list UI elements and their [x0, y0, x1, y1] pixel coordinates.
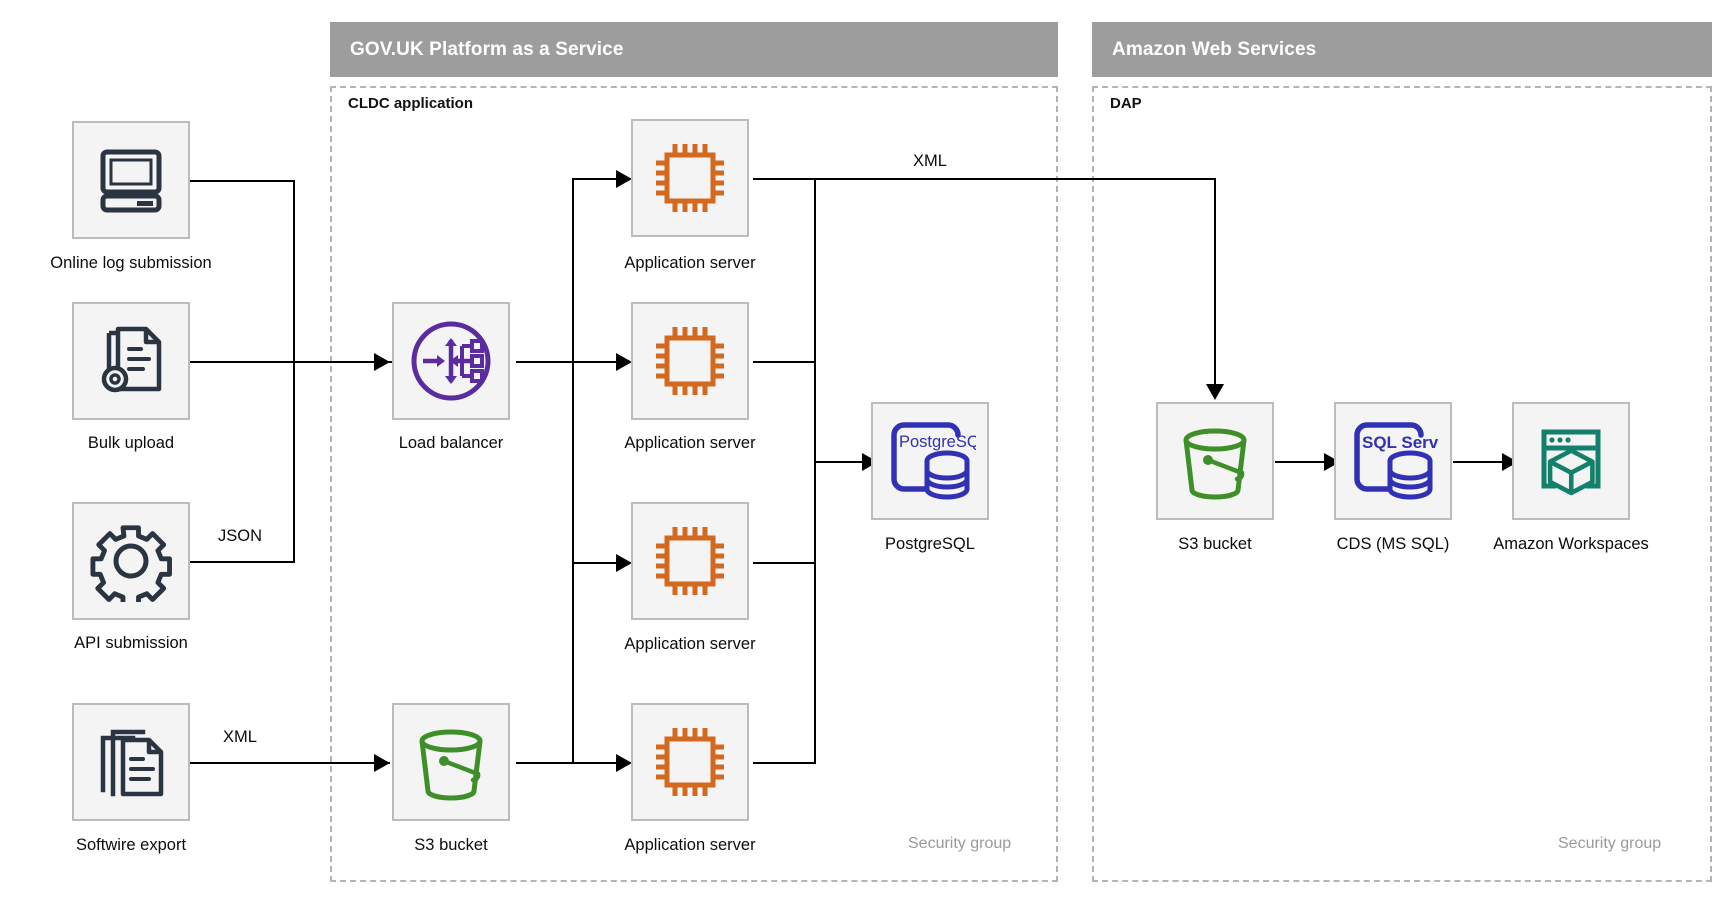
sql-server-database-icon: SQL Server — [1347, 417, 1439, 505]
node-application-server-1[interactable] — [631, 119, 749, 237]
edge-online-log — [190, 180, 295, 182]
s3-bucket-icon — [408, 719, 494, 805]
node-label-application-server-4: Application server — [624, 836, 756, 854]
node-label-application-server-3: Application server — [624, 635, 756, 653]
edge-bus-app4 — [572, 762, 630, 764]
arrowhead-app3 — [616, 554, 632, 572]
node-label-cds-ms-sql: CDS (MS SQL) — [1336, 535, 1450, 553]
node-api-submission[interactable] — [72, 502, 190, 620]
node-label-api-submission: API submission — [74, 634, 188, 652]
edge-bus-app2 — [572, 361, 630, 363]
node-label-bulk-upload: Bulk upload — [87, 434, 175, 452]
node-bulk-upload[interactable] — [72, 302, 190, 420]
group-header-aws-title: Amazon Web Services — [1112, 38, 1317, 60]
cpu-chip-icon — [648, 136, 732, 220]
node-label-load-balancer: Load balancer — [398, 434, 504, 452]
subgroup-label-cldc: CLDC application — [348, 95, 474, 112]
node-online-log-submission[interactable] — [72, 121, 190, 239]
cpu-chip-icon — [648, 720, 732, 804]
security-group-label-aws: Security group — [1558, 835, 1662, 852]
edge-label-json: JSON — [213, 527, 267, 546]
postgresql-database-icon: PostgreSQL — [884, 417, 976, 505]
node-application-server-4[interactable] — [631, 703, 749, 821]
node-label-s3-bucket-aws: S3 bucket — [1178, 535, 1252, 553]
edge-bus-app1 — [572, 178, 630, 180]
node-s3-bucket-paas[interactable] — [392, 703, 510, 821]
edge-s3-to-cds — [1275, 461, 1341, 463]
edge-xml-to-aws — [814, 178, 1216, 180]
node-label-postgresql: PostgreSQL — [885, 535, 975, 553]
load-balancer-icon — [408, 318, 494, 404]
edge-lb-bus — [572, 178, 574, 763]
subgroup-label-dap: DAP — [1110, 95, 1142, 112]
edge-app2-out — [753, 361, 816, 363]
cpu-chip-icon — [648, 519, 732, 603]
node-label-amazon-workspaces: Amazon Workspaces — [1493, 535, 1649, 553]
group-header-paas: GOV.UK Platform as a Service — [330, 22, 1058, 77]
edge-to-load-balancer — [293, 361, 392, 363]
edge-s3-out — [516, 762, 576, 764]
arrowhead-load-balancer — [374, 353, 390, 371]
edge-cds-to-workspaces — [1453, 461, 1519, 463]
node-label-application-server-1: Application server — [624, 254, 756, 272]
stacked-documents-icon — [91, 722, 171, 802]
sql-server-icon-text: SQL Server — [1362, 433, 1439, 452]
edge-collector-bus — [814, 178, 816, 763]
edge-online-log-down — [293, 180, 295, 362]
group-header-paas-title: GOV.UK Platform as a Service — [350, 38, 624, 60]
arrowhead-app4 — [616, 754, 632, 772]
edge-api-submission-up — [293, 361, 295, 563]
arrowhead-app2 — [616, 353, 632, 371]
node-amazon-workspaces[interactable] — [1512, 402, 1630, 520]
node-postgresql[interactable]: PostgreSQL — [871, 402, 989, 520]
edge-app4-out — [753, 762, 816, 764]
postgresql-icon-text: PostgreSQL — [899, 433, 976, 451]
edge-api-submission — [190, 561, 295, 563]
cpu-chip-icon — [648, 319, 732, 403]
edge-bulk-upload — [190, 361, 295, 363]
edge-xml-down-aws — [1214, 178, 1216, 390]
edge-to-postgresql — [814, 461, 879, 463]
edge-label-xml-softwire: XML — [219, 728, 261, 747]
node-load-balancer[interactable] — [392, 302, 510, 420]
node-label-softwire-export: Softwire export — [75, 836, 187, 854]
amazon-workspaces-icon — [1528, 418, 1614, 504]
desktop-computer-icon — [91, 140, 171, 220]
security-group-aws — [1092, 86, 1712, 882]
node-application-server-2[interactable] — [631, 302, 749, 420]
edge-label-xml-app: XML — [909, 152, 951, 171]
group-header-aws: Amazon Web Services — [1092, 22, 1712, 77]
edge-lb-out — [516, 361, 576, 363]
node-application-server-3[interactable] — [631, 502, 749, 620]
node-label-application-server-2: Application server — [624, 434, 756, 452]
edge-app1-out — [753, 178, 816, 180]
edge-softwire-export — [190, 762, 390, 764]
node-label-s3-bucket-paas: S3 bucket — [414, 836, 488, 854]
node-cds-ms-sql[interactable]: SQL Server — [1334, 402, 1452, 520]
document-gear-icon — [91, 321, 171, 401]
arrowhead-s3-aws — [1206, 384, 1224, 400]
node-label-online-log-submission: Online log submission — [50, 254, 212, 272]
gear-icon — [90, 520, 172, 602]
arrowhead-app1 — [616, 170, 632, 188]
edge-app3-out — [753, 562, 816, 564]
s3-bucket-icon — [1172, 418, 1258, 504]
node-s3-bucket-aws[interactable] — [1156, 402, 1274, 520]
edge-bus-app3 — [572, 562, 630, 564]
arrowhead-s3-paas — [374, 754, 390, 772]
node-softwire-export[interactable] — [72, 703, 190, 821]
security-group-label-paas: Security group — [908, 835, 1012, 852]
security-group-paas — [330, 86, 1058, 882]
